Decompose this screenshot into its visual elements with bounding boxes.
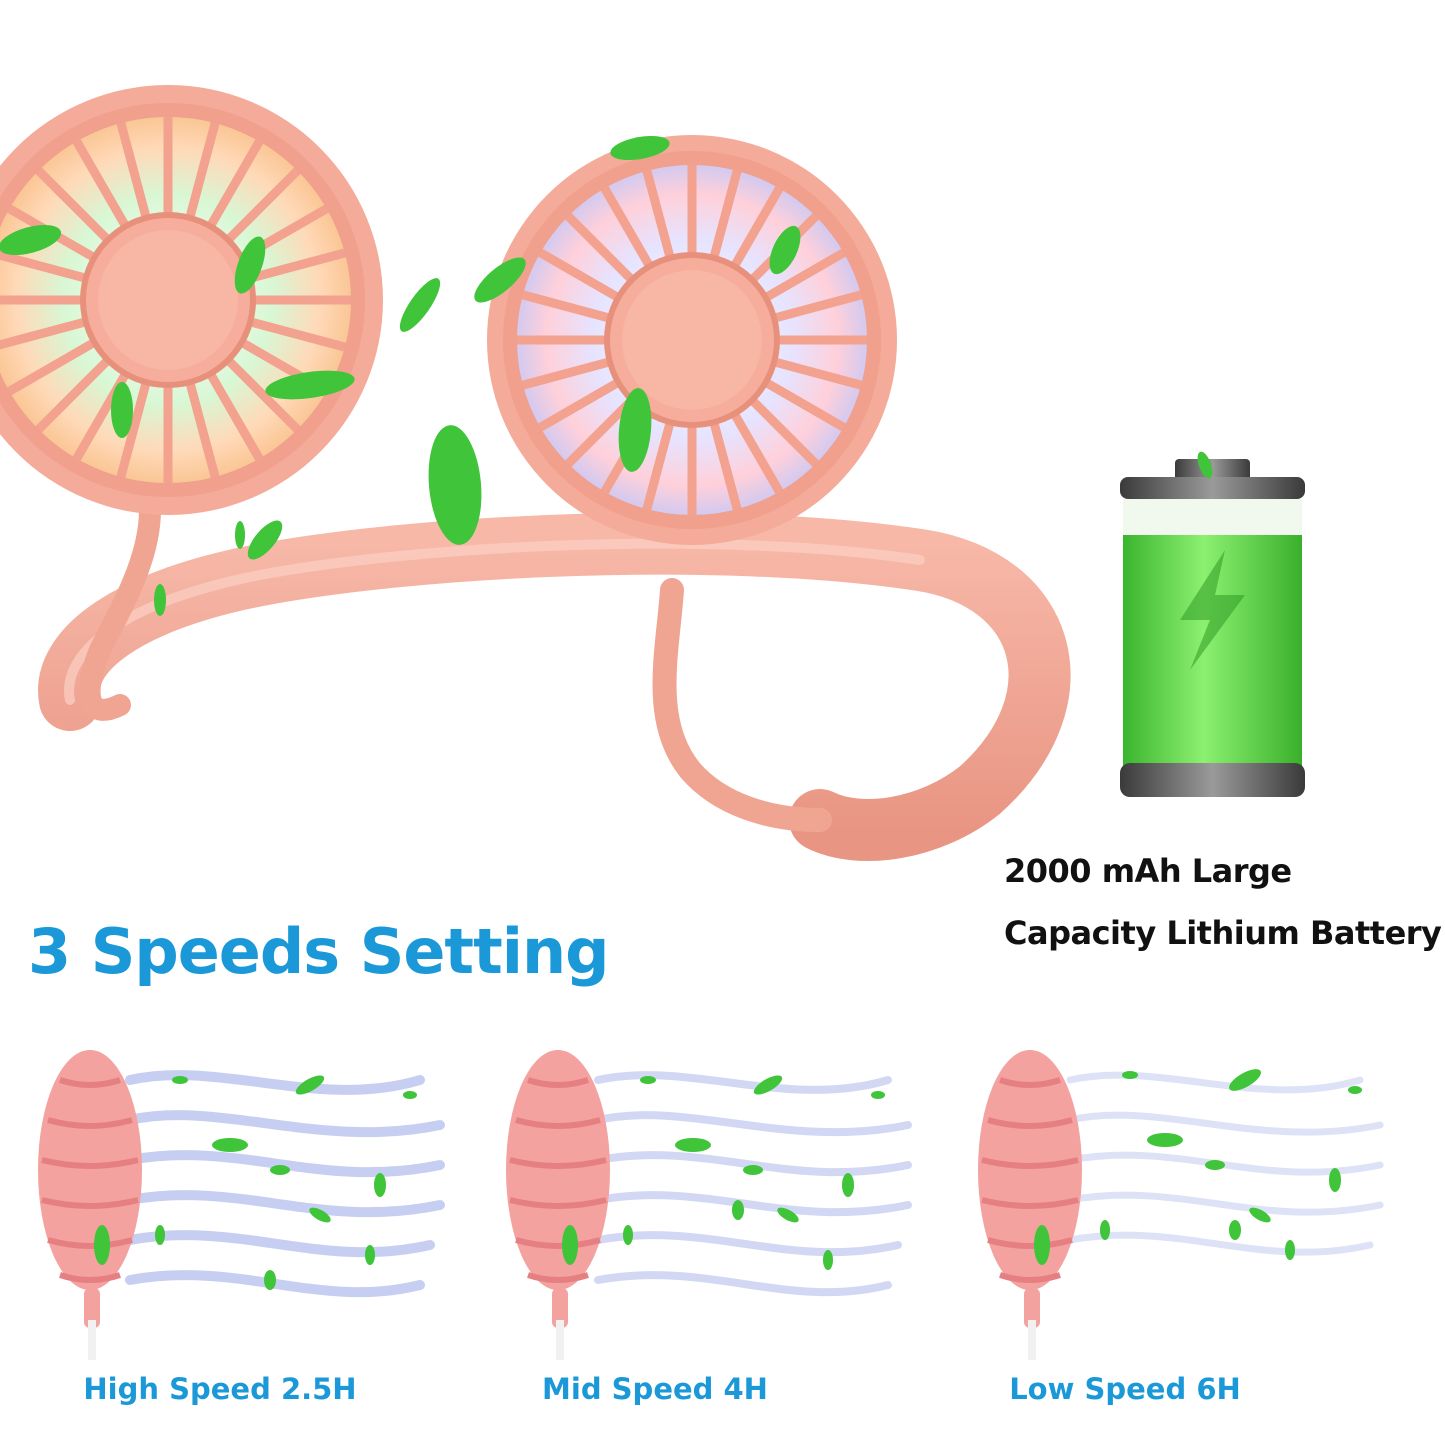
neck-fan-product-image — [0, 85, 1071, 861]
speed-label-mid: Mid Speed 4H — [542, 1372, 768, 1406]
battery-caption-line2: Capacity Lithium Battery — [1004, 914, 1442, 952]
speeds-title: 3 Speeds Setting — [28, 915, 609, 988]
neck-fan-illustration — [0, 85, 1071, 861]
battery-icon — [1105, 445, 1320, 810]
battery-caption: 2000 mAh Large Capacity Lithium Battery — [1004, 840, 1444, 964]
right-fan-head — [487, 135, 897, 545]
speed-label-low: Low Speed 6H — [1009, 1372, 1241, 1406]
speed-panel-high — [20, 1020, 460, 1360]
speed-panel-low — [960, 1020, 1400, 1360]
right-gooseneck — [652, 578, 832, 832]
speed-panel-mid — [488, 1020, 928, 1360]
speed-label-high: High Speed 2.5H — [83, 1372, 357, 1406]
left-fan-head — [0, 85, 383, 515]
battery-caption-line1: 2000 mAh Large — [1004, 852, 1292, 890]
left-gooseneck — [78, 499, 161, 721]
floating-leaves — [0, 135, 801, 616]
